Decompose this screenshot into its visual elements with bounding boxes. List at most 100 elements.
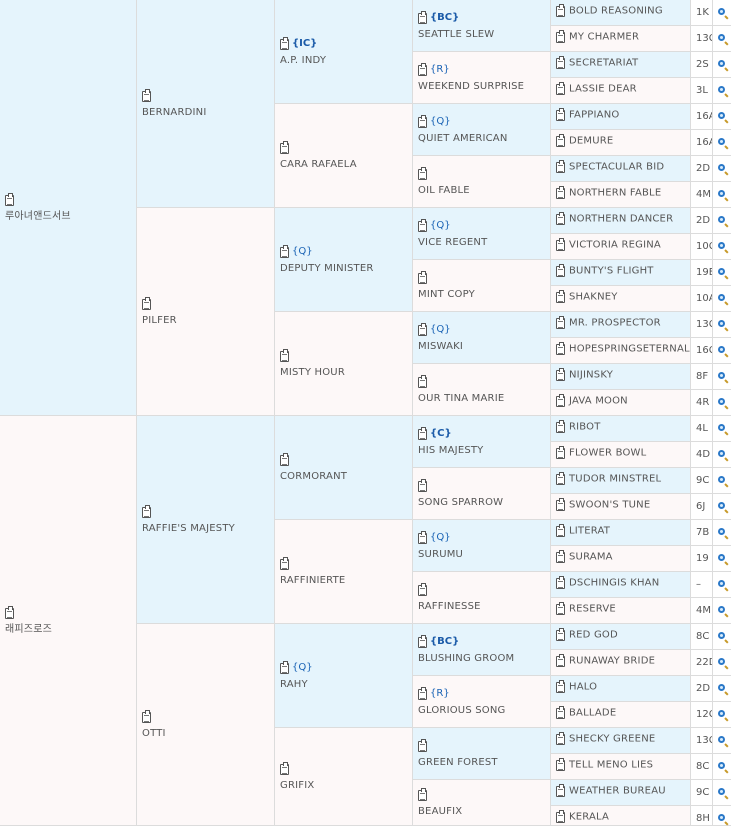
magnifier-icon[interactable]: [718, 60, 725, 67]
horse-name[interactable]: NORTHERN FABLE: [569, 187, 662, 199]
search-button[interactable]: [713, 598, 731, 623]
horse-name[interactable]: SECRETARIAT: [569, 57, 639, 69]
magnifier-icon[interactable]: [718, 242, 725, 249]
horse-name[interactable]: GREEN FOREST: [418, 756, 498, 768]
clipboard-icon[interactable]: [556, 186, 565, 199]
search-button[interactable]: [713, 650, 731, 675]
clipboard-icon[interactable]: [418, 322, 427, 336]
search-button[interactable]: [713, 364, 731, 389]
horse-name[interactable]: HIS MAJESTY: [418, 444, 484, 456]
search-button[interactable]: [713, 26, 731, 51]
horse-name[interactable]: SURAMA: [569, 551, 613, 563]
magnifier-icon[interactable]: [718, 710, 725, 717]
horse-name[interactable]: LITERAT: [569, 525, 611, 537]
clipboard-icon[interactable]: [556, 160, 565, 173]
clipboard-icon[interactable]: [418, 62, 427, 76]
horse-name[interactable]: TUDOR MINSTREL: [569, 473, 662, 485]
search-button[interactable]: [713, 572, 731, 597]
magnifier-icon[interactable]: [718, 762, 725, 769]
magnifier-icon[interactable]: [718, 554, 725, 561]
search-button[interactable]: [713, 208, 731, 233]
horse-name[interactable]: VICTORIA REGINA: [569, 239, 661, 251]
horse-name[interactable]: A.P. INDY: [280, 54, 327, 66]
search-button[interactable]: [713, 182, 731, 207]
horse-name[interactable]: RESERVE: [569, 603, 616, 615]
horse-name[interactable]: SONG SPARROW: [418, 496, 504, 508]
search-button[interactable]: [713, 494, 731, 519]
horse-name[interactable]: MR. PROSPECTOR: [569, 317, 661, 329]
clipboard-icon[interactable]: [418, 686, 427, 700]
search-button[interactable]: [713, 234, 731, 259]
horse-name[interactable]: HALO: [569, 681, 598, 693]
search-button[interactable]: [713, 468, 731, 493]
horse-name[interactable]: OUR TINA MARIE: [418, 392, 505, 404]
horse-name[interactable]: DEPUTY MINISTER: [280, 262, 374, 274]
clipboard-icon[interactable]: [280, 36, 289, 50]
clipboard-icon[interactable]: [280, 140, 289, 154]
magnifier-icon[interactable]: [718, 346, 725, 353]
clipboard-icon[interactable]: [556, 732, 565, 745]
clipboard-icon[interactable]: [556, 394, 565, 407]
magnifier-icon[interactable]: [718, 294, 725, 301]
search-button[interactable]: [713, 780, 731, 805]
search-button[interactable]: [713, 728, 731, 753]
horse-name[interactable]: 래피즈로즈: [5, 623, 52, 635]
clipboard-icon[interactable]: [142, 504, 151, 518]
clipboard-icon[interactable]: [280, 761, 289, 775]
horse-name[interactable]: BLUSHING GROOM: [418, 652, 515, 664]
magnifier-icon[interactable]: [718, 502, 725, 509]
horse-name[interactable]: 루아녀앤드서브: [5, 210, 71, 222]
magnifier-icon[interactable]: [718, 320, 725, 327]
magnifier-icon[interactable]: [718, 476, 725, 483]
clipboard-icon[interactable]: [556, 446, 565, 459]
magnifier-icon[interactable]: [718, 450, 725, 457]
horse-name[interactable]: SWOON'S TUNE: [569, 499, 651, 511]
search-button[interactable]: [713, 676, 731, 701]
clipboard-icon[interactable]: [418, 582, 427, 596]
horse-name[interactable]: BALLADE: [569, 707, 617, 719]
search-button[interactable]: [713, 130, 731, 155]
horse-name[interactable]: BOLD REASONING: [569, 5, 663, 17]
horse-name[interactable]: MISWAKI: [418, 340, 464, 352]
clipboard-icon[interactable]: [418, 530, 427, 544]
clipboard-icon[interactable]: [418, 166, 427, 180]
search-button[interactable]: [713, 702, 731, 727]
search-button[interactable]: [713, 260, 731, 285]
clipboard-icon[interactable]: [556, 784, 565, 797]
magnifier-icon[interactable]: [718, 268, 725, 275]
clipboard-icon[interactable]: [556, 420, 565, 433]
magnifier-icon[interactable]: [718, 424, 725, 431]
horse-name[interactable]: GLORIOUS SONG: [418, 704, 506, 716]
clipboard-icon[interactable]: [556, 550, 565, 563]
horse-name[interactable]: JAVA MOON: [569, 395, 628, 407]
clipboard-icon[interactable]: [280, 452, 289, 466]
clipboard-icon[interactable]: [556, 56, 565, 69]
horse-name[interactable]: KERALA: [569, 811, 610, 823]
clipboard-icon[interactable]: [556, 212, 565, 225]
magnifier-icon[interactable]: [718, 190, 725, 197]
search-button[interactable]: [713, 156, 731, 181]
clipboard-icon[interactable]: [556, 680, 565, 693]
magnifier-icon[interactable]: [718, 138, 725, 145]
clipboard-icon[interactable]: [556, 810, 565, 823]
magnifier-icon[interactable]: [718, 8, 725, 15]
search-button[interactable]: [713, 546, 731, 571]
clipboard-icon[interactable]: [556, 316, 565, 329]
search-button[interactable]: [713, 416, 731, 441]
clipboard-icon[interactable]: [556, 576, 565, 589]
search-button[interactable]: [713, 312, 731, 337]
magnifier-icon[interactable]: [718, 34, 725, 41]
clipboard-icon[interactable]: [418, 738, 427, 752]
magnifier-icon[interactable]: [718, 216, 725, 223]
magnifier-icon[interactable]: [718, 398, 725, 405]
clipboard-icon[interactable]: [280, 660, 289, 674]
horse-name[interactable]: BERNARDINI: [142, 106, 207, 118]
clipboard-icon[interactable]: [418, 114, 427, 128]
clipboard-icon[interactable]: [556, 368, 565, 381]
magnifier-icon[interactable]: [718, 632, 725, 639]
clipboard-icon[interactable]: [556, 654, 565, 667]
clipboard-icon[interactable]: [556, 82, 565, 95]
magnifier-icon[interactable]: [718, 814, 725, 821]
clipboard-icon[interactable]: [556, 602, 565, 615]
horse-name[interactable]: RIBOT: [569, 421, 601, 433]
